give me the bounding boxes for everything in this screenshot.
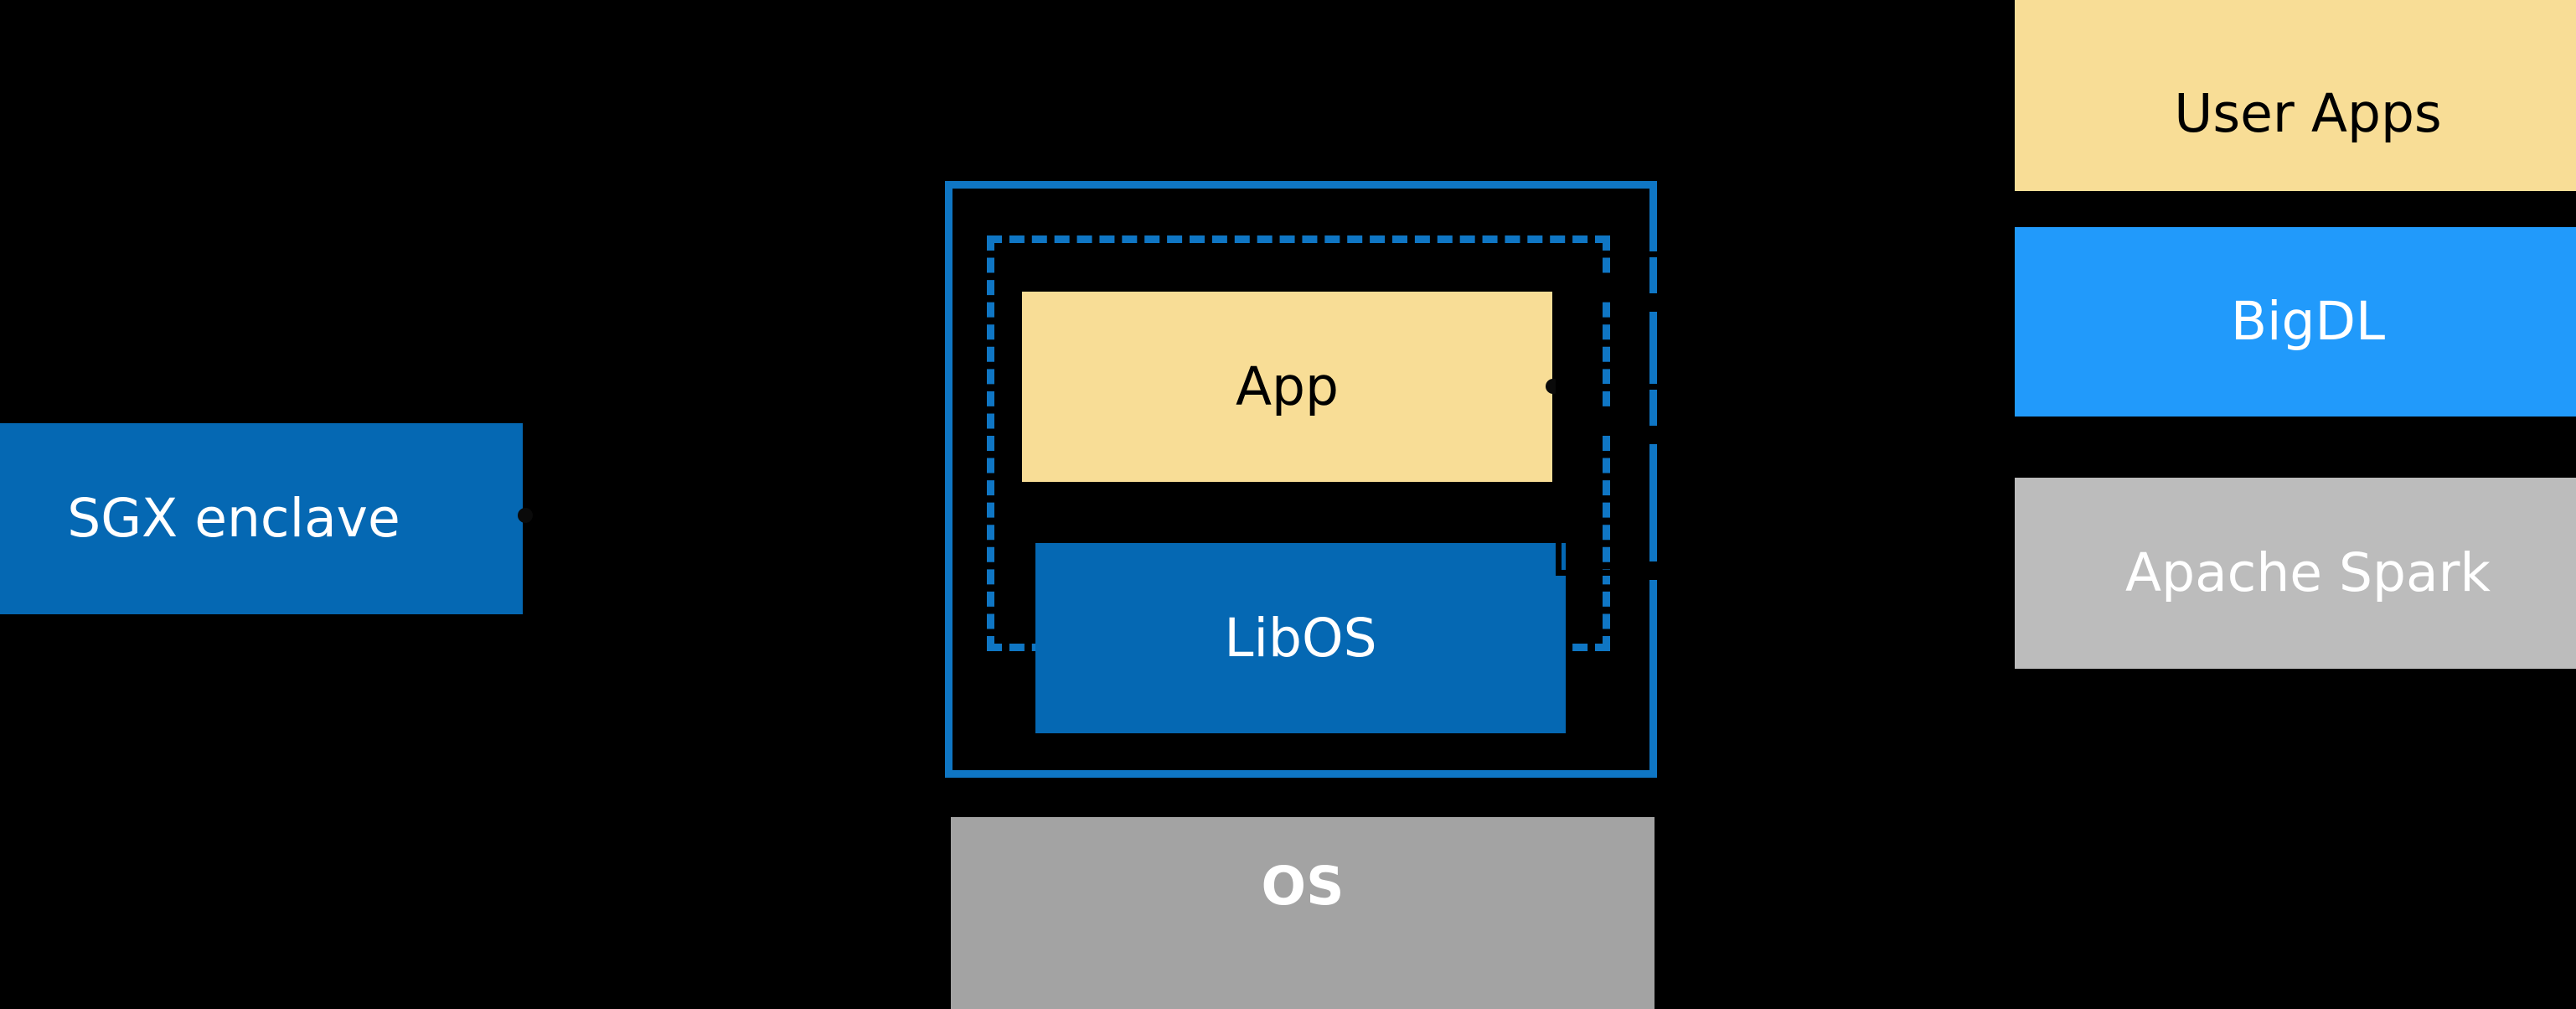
- node-user-apps[interactable]: User Apps: [2015, 0, 2576, 191]
- border-notch-dashed-upper: [1603, 277, 1614, 298]
- node-apache-spark[interactable]: Apache Spark: [2015, 478, 2576, 669]
- node-bigdl[interactable]: BigDL: [2015, 227, 2576, 417]
- border-notch-solid-bottom: [1647, 561, 1660, 580]
- node-app[interactable]: App: [1022, 292, 1552, 482]
- arrowhead-sgx-to-enclave: [518, 508, 533, 523]
- border-notch-solid-lower: [1647, 426, 1660, 444]
- connector-app-to-spark-horizontal: [1556, 570, 2015, 576]
- border-notch-solid-upper: [1647, 293, 1660, 312]
- node-bigdl-label: BigDL: [2230, 291, 2386, 353]
- border-notch-dashed-lower: [1603, 409, 1614, 431]
- connector-app-to-user-apps-vertical: [1556, 251, 1562, 390]
- node-os-label: OS: [1261, 856, 1345, 917]
- connector-app-to-bigdl: [1556, 384, 2015, 390]
- node-user-apps-label: User Apps: [2174, 82, 2442, 144]
- node-libos-label: LibOS: [1224, 607, 1377, 669]
- node-sgx-enclave-label: SGX enclave: [67, 488, 400, 550]
- connector-app-to-spark-vertical: [1556, 384, 1562, 575]
- node-apache-spark-label: Apache Spark: [2124, 542, 2491, 604]
- node-os[interactable]: OS: [951, 817, 1655, 1009]
- node-sgx-enclave[interactable]: SGX enclave: [0, 423, 523, 614]
- node-app-label: App: [1235, 355, 1340, 417]
- node-libos[interactable]: LibOS: [1035, 543, 1566, 733]
- container-enclave-boundary[interactable]: [945, 181, 1657, 778]
- connector-sgx-to-enclave: [523, 512, 952, 518]
- connector-app-to-user-apps-horizontal: [1556, 251, 2015, 257]
